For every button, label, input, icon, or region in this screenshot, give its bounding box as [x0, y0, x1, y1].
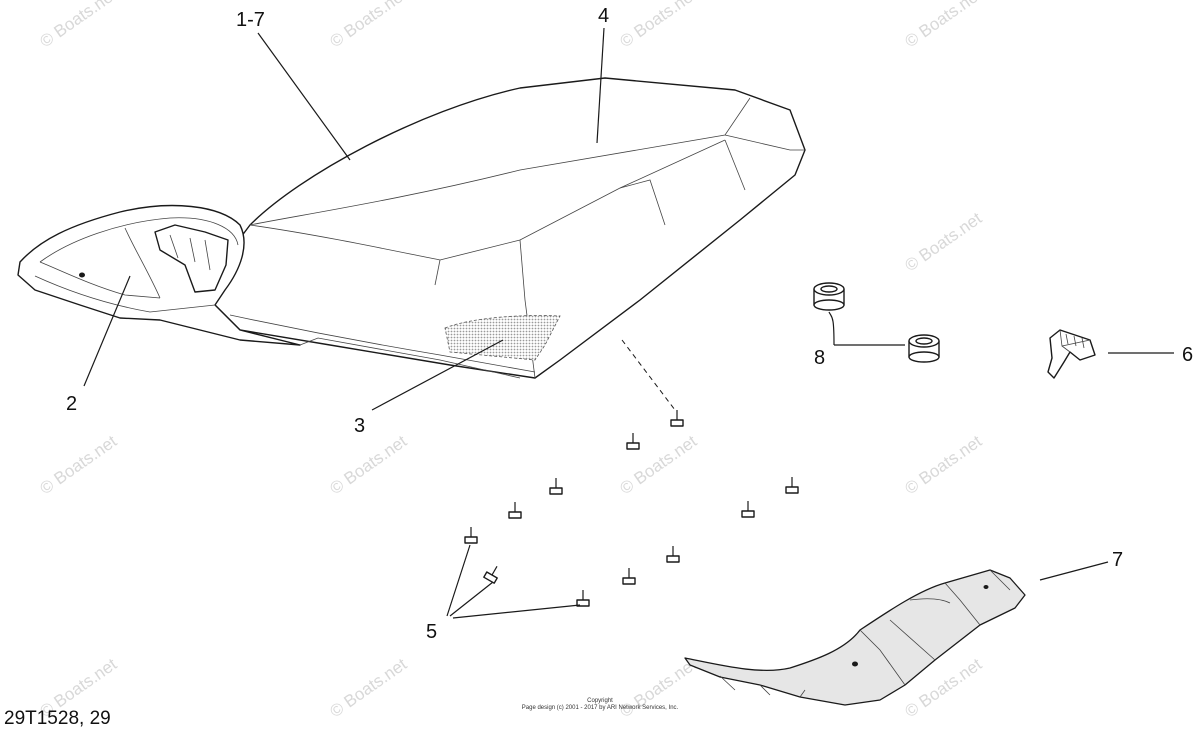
callout-4: 4	[598, 5, 609, 27]
bolt-hole	[79, 272, 85, 278]
seat-patch	[444, 315, 561, 361]
rear-grab-handle	[17, 204, 301, 346]
bushings	[813, 282, 940, 363]
fastener-bolt	[508, 502, 522, 519]
heat-shield	[684, 569, 1026, 706]
watermark: © Boats.net	[36, 431, 120, 498]
fastener-bolt	[670, 410, 684, 427]
callout-2: 2	[66, 393, 77, 415]
callout-8: 8	[814, 347, 825, 369]
diagram-id: 29T1528, 29	[4, 708, 111, 729]
watermark: © Boats.net	[616, 0, 700, 51]
watermark: © Boats.net	[326, 431, 410, 498]
copyright-notice: Copyright Page design (c) 2001 - 2017 by…	[0, 698, 1200, 712]
leader-lines	[83, 27, 1174, 619]
fastener-bolt	[576, 590, 590, 607]
fastener-bolt	[785, 477, 799, 494]
seat-clip	[1047, 329, 1096, 379]
watermark: © Boats.net	[616, 431, 700, 498]
fastener-bolt	[549, 478, 563, 495]
seat-cushion	[214, 77, 806, 379]
seat-latch	[154, 224, 229, 293]
fastener-bolt	[626, 433, 640, 450]
callout-1-7: 1-7	[236, 9, 265, 31]
bushing	[813, 282, 845, 311]
callout-5: 5	[426, 621, 437, 643]
fastener-bolt	[464, 527, 478, 544]
fastener-bolt	[741, 501, 755, 518]
fastener-bolt	[483, 566, 498, 584]
callout-7: 7	[1112, 549, 1123, 571]
fastener-bolt	[622, 568, 636, 585]
seat-assembly	[17, 77, 806, 411]
watermark: © Boats.net	[901, 431, 985, 498]
callouts: 1-7 4 2 3 5 8 6 7	[66, 5, 1193, 643]
fasteners	[464, 410, 799, 607]
watermark: © Boats.net	[901, 208, 985, 275]
copyright-line-1: Copyright	[587, 698, 613, 704]
callout-6: 6	[1182, 344, 1193, 366]
watermark: © Boats.net	[36, 0, 120, 51]
bushing	[908, 334, 940, 363]
copyright-line-2: Page design (c) 2001 - 2017 by ARI Netwo…	[521, 705, 679, 711]
watermark: © Boats.net	[901, 0, 985, 51]
fastener-bolt	[666, 546, 680, 563]
watermark: © Boats.net	[326, 0, 410, 51]
callout-3: 3	[354, 415, 365, 437]
